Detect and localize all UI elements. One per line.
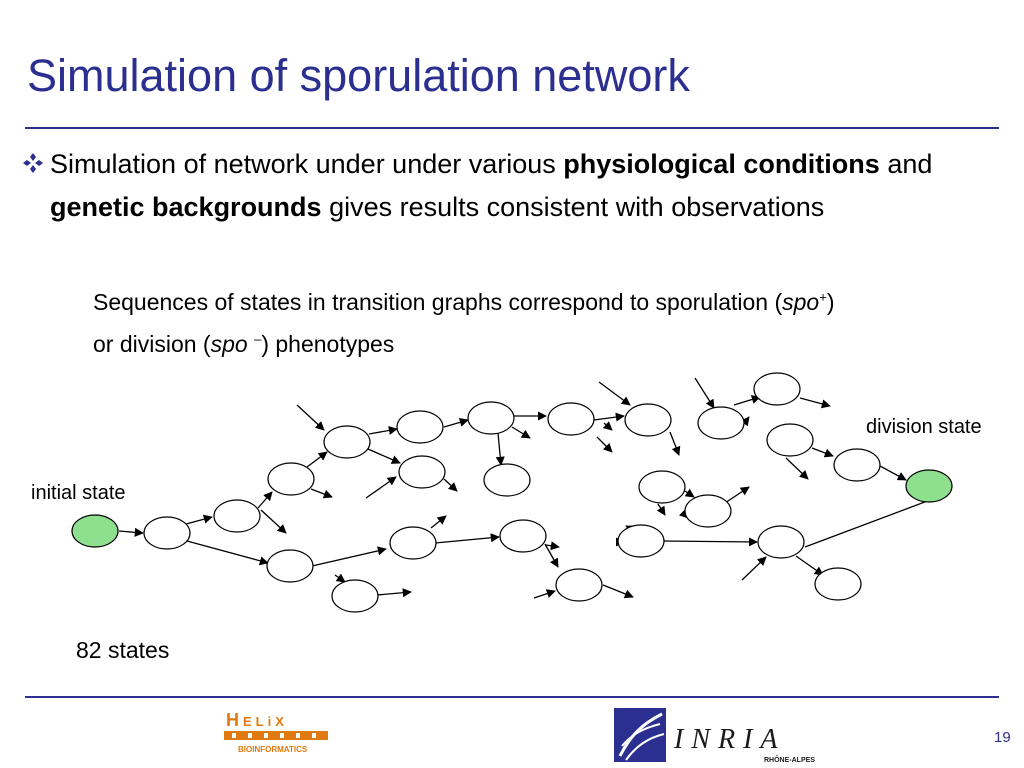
state-node [483, 463, 531, 497]
initial-state-node [71, 514, 119, 548]
transition-arrow [365, 476, 397, 499]
state-node [267, 462, 315, 496]
transition-arrow [694, 377, 715, 409]
transition-arrow [545, 541, 560, 551]
initial-state-label: initial state [31, 482, 126, 504]
transition-arrow [602, 421, 613, 431]
transition-arrow [257, 491, 273, 509]
state-node [266, 549, 314, 583]
state-node [396, 410, 444, 444]
transition-arrow [598, 381, 631, 406]
svg-text:RHÔNE-ALPES: RHÔNE-ALPES [764, 755, 815, 764]
transition-arrow [804, 492, 947, 548]
inria-logo: INRIA RHÔNE-ALPES [614, 708, 815, 764]
page-number: 19 [994, 729, 1011, 746]
title-divider [25, 127, 999, 129]
transition-arrow [434, 533, 500, 544]
transition-arrow [661, 537, 758, 547]
state-node [814, 567, 862, 601]
transition-arrow [376, 588, 412, 598]
transition-arrow [306, 451, 328, 468]
transition-arrow [669, 431, 681, 456]
transition-arrow [186, 540, 269, 566]
transition-arrow [533, 589, 556, 599]
transition-arrow [656, 503, 666, 516]
transition-arrow [799, 397, 831, 409]
state-node [323, 425, 371, 459]
diamond-bullet-icon [23, 153, 43, 173]
footer-divider [25, 696, 999, 698]
transition-arrow [544, 543, 559, 568]
state-node [617, 524, 665, 558]
state-node [331, 579, 379, 613]
transition-arrow [741, 556, 767, 581]
state-node [398, 455, 446, 489]
state-node [766, 423, 814, 457]
state-node [143, 516, 191, 550]
transition-arrow [260, 509, 287, 534]
state-node [624, 403, 672, 437]
svg-text:HELiX: HELiX [226, 710, 288, 730]
state-node [213, 499, 261, 533]
transition-arrow [368, 425, 398, 435]
state-node [697, 406, 745, 440]
division-state-node [905, 469, 953, 503]
transition-arrow [684, 488, 695, 498]
transition-arrow [785, 457, 809, 480]
state-node [684, 494, 732, 528]
transition-arrow [795, 555, 824, 576]
transition-arrow [625, 525, 636, 534]
transition-arrow [511, 426, 531, 439]
state-node [389, 526, 437, 560]
state-node [467, 401, 515, 435]
transition-arrow [811, 447, 834, 458]
state-node [757, 525, 805, 559]
bullet-text: Simulation of network under under variou… [50, 149, 933, 222]
sub-bullet-line-2: or division (spo –) phenotypes [93, 331, 395, 357]
transition-arrow [443, 478, 458, 492]
division-state-label: division state [866, 416, 982, 438]
transition-arrow [596, 436, 613, 453]
transition-arrow [185, 514, 213, 525]
transition-arrow [733, 395, 761, 406]
sub-bullet-line-1: Sequences of states in transition graphs… [93, 289, 835, 315]
transition-arrow [430, 515, 447, 529]
transition-arrow [593, 412, 625, 422]
helix-logo: HELiX BIOINFORMATICS [224, 710, 328, 754]
transition-arrow [602, 584, 634, 599]
transition-arrow [334, 573, 346, 583]
transition-arrow [367, 448, 401, 464]
transition-arrow [118, 527, 144, 537]
state-node [833, 448, 881, 482]
state-count-label: 82 states [76, 637, 170, 663]
state-node [555, 568, 603, 602]
transition-arrow [495, 432, 505, 466]
transition-arrow [879, 465, 907, 481]
state-node [547, 402, 595, 436]
page-title: Simulation of sporulation network [27, 50, 690, 101]
transition-arrow [310, 488, 333, 499]
svg-text:INRIA: INRIA [673, 724, 786, 755]
state-node [499, 519, 547, 553]
transition-arrow [311, 546, 387, 567]
transition-arrow [443, 417, 469, 428]
transition-arrow [296, 404, 325, 431]
svg-text:BIOINFORMATICS: BIOINFORMATICS [238, 745, 308, 754]
transition-arrow [724, 486, 750, 504]
state-node [638, 470, 686, 504]
state-node [753, 372, 801, 406]
